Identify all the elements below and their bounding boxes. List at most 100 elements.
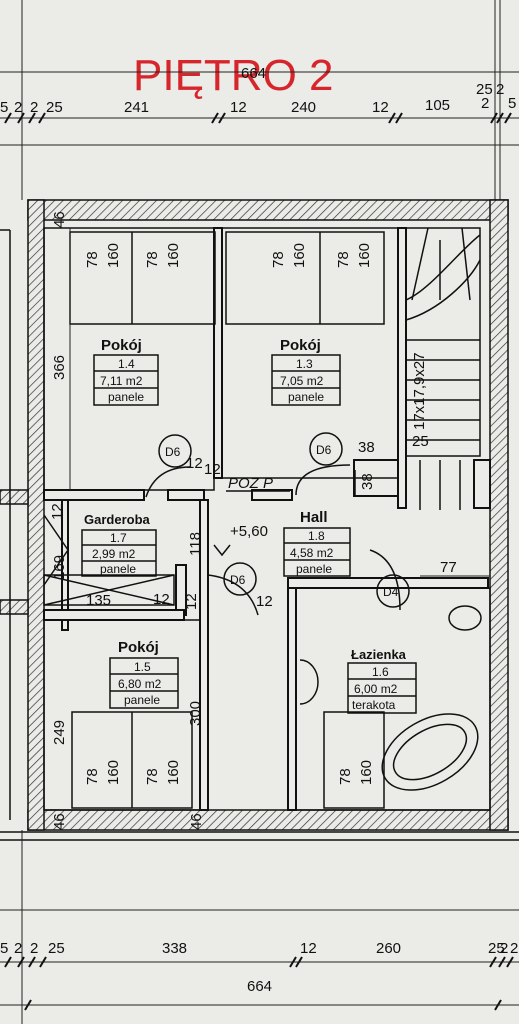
room-floor: panele bbox=[124, 693, 160, 707]
door-tag-circle bbox=[158, 434, 192, 468]
dim-bottom-10: 2 bbox=[510, 940, 518, 957]
dim-bottom-7: 260 bbox=[376, 940, 401, 957]
bed-dim-l-2: 160 bbox=[165, 243, 182, 268]
room-name: Garderoba bbox=[84, 512, 151, 527]
top-dimension-chain: 664 5 2 2 25 241 12 240 12 105 25 2 2 5 bbox=[0, 0, 519, 200]
bed-dims: 78 160 78 160 78 160 78 160 78 160 78 16… bbox=[84, 243, 375, 785]
dim-top-2: 2 bbox=[14, 99, 22, 116]
room-number: 1.7 bbox=[110, 531, 127, 545]
dim-169: 169 bbox=[51, 555, 68, 580]
beds bbox=[69, 231, 385, 809]
dim-top-9: 105 bbox=[425, 97, 450, 114]
room-area: 6,80 m2 bbox=[118, 677, 162, 691]
dim-bottom-9: 2 bbox=[500, 940, 508, 957]
dim-bottom-5: 338 bbox=[162, 940, 187, 957]
room-name: Pokój bbox=[280, 337, 321, 354]
room-label-4: Hall 1.8 4,58 m2 panele bbox=[283, 509, 351, 577]
room-area: 7,05 m2 bbox=[280, 374, 324, 388]
room-area: 2,99 m2 bbox=[92, 547, 136, 561]
bed-dim-w-6: 78 bbox=[144, 768, 161, 785]
door-swings bbox=[145, 464, 356, 616]
dim-top-11: 2 bbox=[481, 95, 489, 112]
room-floor: panele bbox=[288, 390, 324, 404]
dim-77: 77 bbox=[440, 559, 457, 576]
inner-dimensions: 46 366 12 12 38 38 25 17x17,9x27 POZ P 1… bbox=[49, 211, 490, 830]
dim-bottom-1: 5 bbox=[0, 940, 8, 957]
door-tag-4: D4 bbox=[383, 585, 399, 599]
dim-118: 118 bbox=[187, 532, 204, 556]
room-label-1: Pokój 1.4 7,11 m2 panele bbox=[93, 337, 159, 406]
dim-25: 25 bbox=[412, 433, 429, 450]
bathroom-fixtures bbox=[299, 549, 482, 791]
room-label-3: Garderoba 1.7 2,99 m2 panele bbox=[81, 512, 157, 577]
wardrobe-storage bbox=[43, 514, 175, 606]
dim-12-e: 12 bbox=[183, 593, 200, 610]
room-name: Pokój bbox=[101, 337, 142, 354]
door-tags: D6 D6 D6 D4 bbox=[158, 432, 410, 608]
dim-bottom-4: 25 bbox=[48, 940, 65, 957]
stairs-dims: 17x17,9x27 bbox=[411, 352, 428, 430]
dim-top-12: 2 bbox=[496, 81, 504, 98]
room-label-5: Pokój 1.5 6,80 m2 panele bbox=[109, 639, 179, 709]
dim-135: 135 bbox=[86, 592, 111, 609]
walls bbox=[0, 199, 519, 841]
room-number: 1.8 bbox=[308, 529, 325, 543]
dim-overall-top: 664 bbox=[241, 65, 266, 82]
room-name: Łazienka bbox=[351, 647, 407, 662]
dim-249: 249 bbox=[51, 720, 68, 745]
dim-top-6: 12 bbox=[230, 99, 247, 116]
staircase bbox=[405, 227, 481, 510]
room-floor: panele bbox=[296, 562, 332, 576]
room-label-2: Pokój 1.3 7,05 m2 panele bbox=[271, 337, 341, 406]
dim-12-a: 12 bbox=[186, 455, 203, 472]
dim-top-4: 25 bbox=[46, 99, 63, 116]
bed-dim-w-1: 78 bbox=[84, 251, 101, 268]
dim-bottom-2: 2 bbox=[14, 940, 22, 957]
dim-top-10: 25 bbox=[476, 81, 493, 98]
room-number: 1.3 bbox=[296, 357, 313, 371]
room-number: 1.5 bbox=[134, 660, 151, 674]
dim-46-top: 46 bbox=[51, 211, 68, 228]
bed-dim-l-5: 160 bbox=[105, 760, 122, 785]
dim-46-b1: 46 bbox=[51, 813, 68, 830]
bed-dim-w-2: 78 bbox=[144, 251, 161, 268]
plan-title: PIĘTRO 2 bbox=[133, 51, 334, 100]
room-label-6: Łazienka 1.6 6,00 m2 terakota bbox=[347, 647, 417, 714]
room-floor: panele bbox=[100, 562, 136, 576]
dim-top-8: 12 bbox=[372, 99, 389, 116]
dim-top-7: 240 bbox=[291, 99, 316, 116]
dim-12-c: 12 bbox=[49, 503, 66, 520]
level-mark: +5,60 bbox=[230, 523, 268, 540]
room-number: 1.4 bbox=[118, 357, 135, 371]
bed-dim-l-4: 160 bbox=[356, 243, 373, 268]
dim-38-a: 38 bbox=[358, 439, 375, 456]
room-area: 6,00 m2 bbox=[354, 682, 398, 696]
dim-12-d: 12 bbox=[153, 591, 170, 608]
room-area: 7,11 m2 bbox=[100, 374, 143, 388]
dim-top-1: 5 bbox=[0, 99, 8, 116]
room-number: 1.6 bbox=[372, 665, 389, 679]
bed-dim-l-7: 160 bbox=[358, 760, 375, 785]
dim-top-3: 2 bbox=[30, 99, 38, 116]
bed-dim-l-3: 160 bbox=[291, 243, 308, 268]
dim-46-b2: 46 bbox=[188, 813, 205, 830]
room-name: Hall bbox=[300, 509, 328, 526]
dim-top-13: 5 bbox=[508, 95, 516, 112]
dim-12-f: 12 bbox=[256, 593, 273, 610]
room-outlines bbox=[43, 227, 491, 811]
bed-dim-w-4: 78 bbox=[335, 251, 352, 268]
bed-dim-w-3: 78 bbox=[270, 251, 287, 268]
dim-12-b: 12 bbox=[204, 461, 221, 478]
dim-366: 366 bbox=[51, 355, 68, 380]
room-floor: panele bbox=[108, 390, 144, 404]
bed-dim-w-7: 78 bbox=[337, 768, 354, 785]
room-area: 4,58 m2 bbox=[290, 546, 334, 560]
dim-bottom-3: 2 bbox=[30, 940, 38, 957]
bed-dim-w-5: 78 bbox=[84, 768, 101, 785]
dim-38-b: 38 bbox=[359, 473, 376, 490]
bottom-dimension-chain: 5 2 2 25 338 12 260 25 2 2 664 bbox=[0, 830, 519, 1024]
door-tag-1: D6 bbox=[165, 445, 181, 459]
dim-bottom-6: 12 bbox=[300, 940, 317, 957]
door-tag-3: D6 bbox=[230, 573, 246, 587]
